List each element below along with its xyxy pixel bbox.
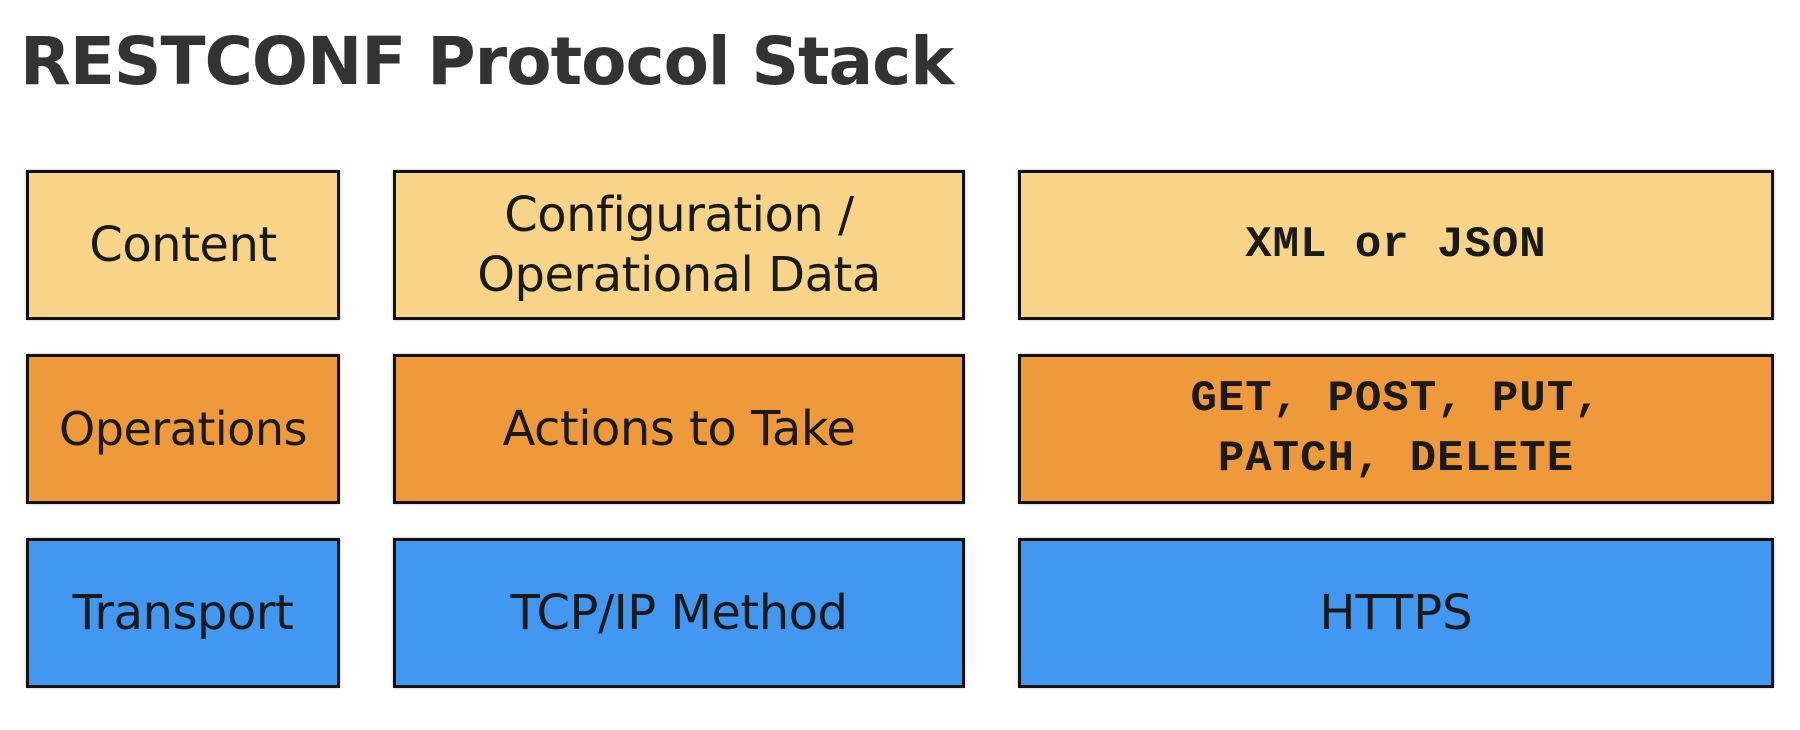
content-layer-description-box: Configuration / Operational Data — [393, 170, 965, 320]
operations-layer-value-box: GET, POST, PUT, PATCH, DELETE — [1018, 354, 1774, 504]
content-layer-label: Content — [89, 217, 277, 273]
content-layer-value: XML or JSON — [1245, 220, 1547, 270]
transport-layer-description: TCP/IP Method — [510, 585, 848, 641]
operations-layer-description: Actions to Take — [502, 401, 856, 457]
transport-layer-description-box: TCP/IP Method — [393, 538, 965, 688]
transport-layer-label: Transport — [72, 585, 294, 641]
protocol-stack-diagram: Content Configuration / Operational Data… — [26, 170, 1774, 688]
transport-layer-value: HTTPS — [1319, 585, 1473, 641]
content-layer-value-box: XML or JSON — [1018, 170, 1774, 320]
operations-layer-label: Operations — [59, 402, 307, 456]
content-layer-label-box: Content — [26, 170, 340, 320]
transport-layer-value-box: HTTPS — [1018, 538, 1774, 688]
operations-layer-label-box: Operations — [26, 354, 340, 504]
content-layer-description: Configuration / Operational Data — [477, 187, 881, 303]
operations-layer-value: GET, POST, PUT, PATCH, DELETE — [1190, 374, 1602, 484]
operations-layer-description-box: Actions to Take — [393, 354, 965, 504]
transport-layer-label-box: Transport — [26, 538, 340, 688]
page-title: RESTCONF Protocol Stack — [20, 23, 954, 100]
